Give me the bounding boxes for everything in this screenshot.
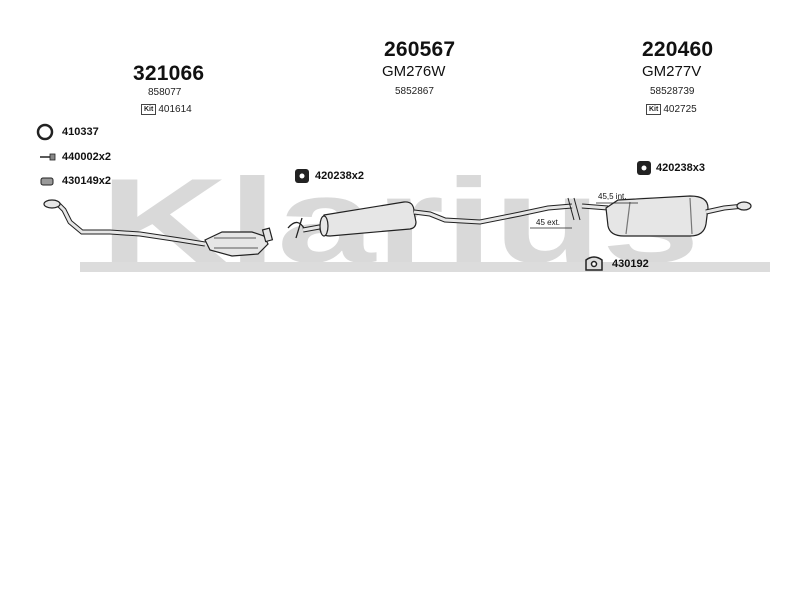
front-flange [43,199,61,209]
rear-cat-flange [261,227,274,243]
part-number-321066: 321066 [133,62,205,85]
dimension-internal: 45,5 int. [598,192,627,201]
rubber-mount-icon [637,161,651,175]
kit-info: Kit 402725 [646,104,697,115]
ring-gasket-icon [36,123,54,141]
accessory-440002x2: 440002x2 [62,151,111,163]
accessory-430192: 430192 [612,258,649,270]
accessory-430149x2: 430149x2 [62,175,111,187]
bracket-icon [585,256,603,271]
kit-badge: Kit [646,104,662,115]
oe-number: 5852867 [395,86,434,97]
oe-number: 858077 [148,87,182,98]
tail-pipe-end [736,201,752,211]
rear-silencer [605,195,709,237]
kit-badge: Kit [141,104,157,115]
watermark-underline [80,262,770,272]
rubber-mount-icon [295,169,309,183]
accessory-420238x3: 420238x3 [656,162,705,174]
model-code: GM277V [642,63,702,80]
kit-number: 401614 [158,104,192,115]
accessory-410337: 410337 [62,126,99,138]
oe-number: 58528739 [650,86,695,97]
part-number-260567: 260567 [384,38,456,61]
dimension-external: 45 ext. [536,218,561,227]
bolt-icon [40,153,56,161]
model-code: GM276W [382,63,446,80]
accessory-420238x2: 420238x2 [315,170,364,182]
part-number-220460: 220460 [642,38,714,61]
kit-number: 402725 [663,104,697,115]
joint-break [567,197,581,221]
clamp-icon [40,177,54,186]
kit-info: Kit 401614 [141,104,192,115]
